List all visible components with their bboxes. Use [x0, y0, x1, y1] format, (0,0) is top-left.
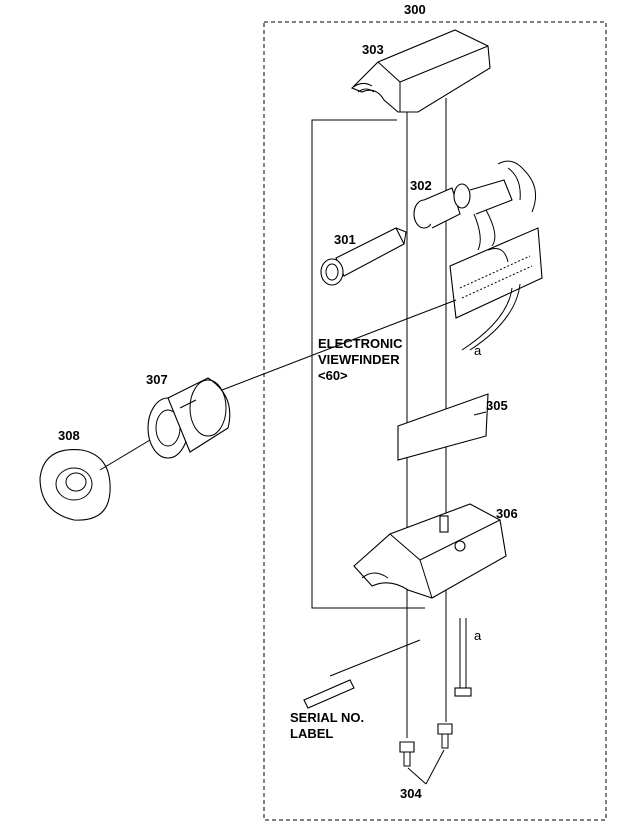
label-305: 305 — [486, 398, 508, 413]
part-305-sheet — [397, 393, 489, 461]
label-308: 308 — [58, 428, 80, 443]
label-307: 307 — [146, 372, 168, 387]
serial-label-part — [303, 639, 421, 709]
label-306: 306 — [496, 506, 518, 521]
assembly-leader-frame — [311, 119, 425, 609]
label-conn-a-bottom: a — [474, 628, 482, 643]
leader-308-307 — [99, 439, 151, 471]
label-304: 304 — [400, 786, 422, 801]
label-evf-line3: <60> — [318, 368, 348, 383]
label-303: 303 — [362, 42, 384, 57]
part-301-lens-tube — [320, 227, 407, 286]
label-evf-line2: VIEWFINDER — [318, 352, 400, 367]
part-306-bottom-case — [353, 503, 507, 599]
label-evf-line1: ELECTRONIC — [318, 336, 403, 351]
part-307-eyepiece — [147, 377, 231, 459]
assembly-300-boundary — [263, 21, 607, 821]
label-300: 300 — [404, 2, 426, 17]
evf-leader — [221, 299, 457, 391]
part-303-top-cover — [351, 29, 491, 113]
wire-connector-bottom — [454, 618, 472, 697]
label-conn-a-top: a — [474, 343, 482, 358]
label-serial-line2: LABEL — [290, 726, 333, 741]
label-serial-line1: SERIAL NO. — [290, 710, 364, 725]
label-301: 301 — [334, 232, 356, 247]
part-302-crt-assembly — [413, 160, 537, 251]
leader-305 — [473, 411, 487, 416]
part-pcb-board — [449, 227, 543, 351]
part-308-eyecup — [39, 449, 111, 521]
part-304-screws — [399, 723, 453, 785]
label-302: 302 — [410, 178, 432, 193]
